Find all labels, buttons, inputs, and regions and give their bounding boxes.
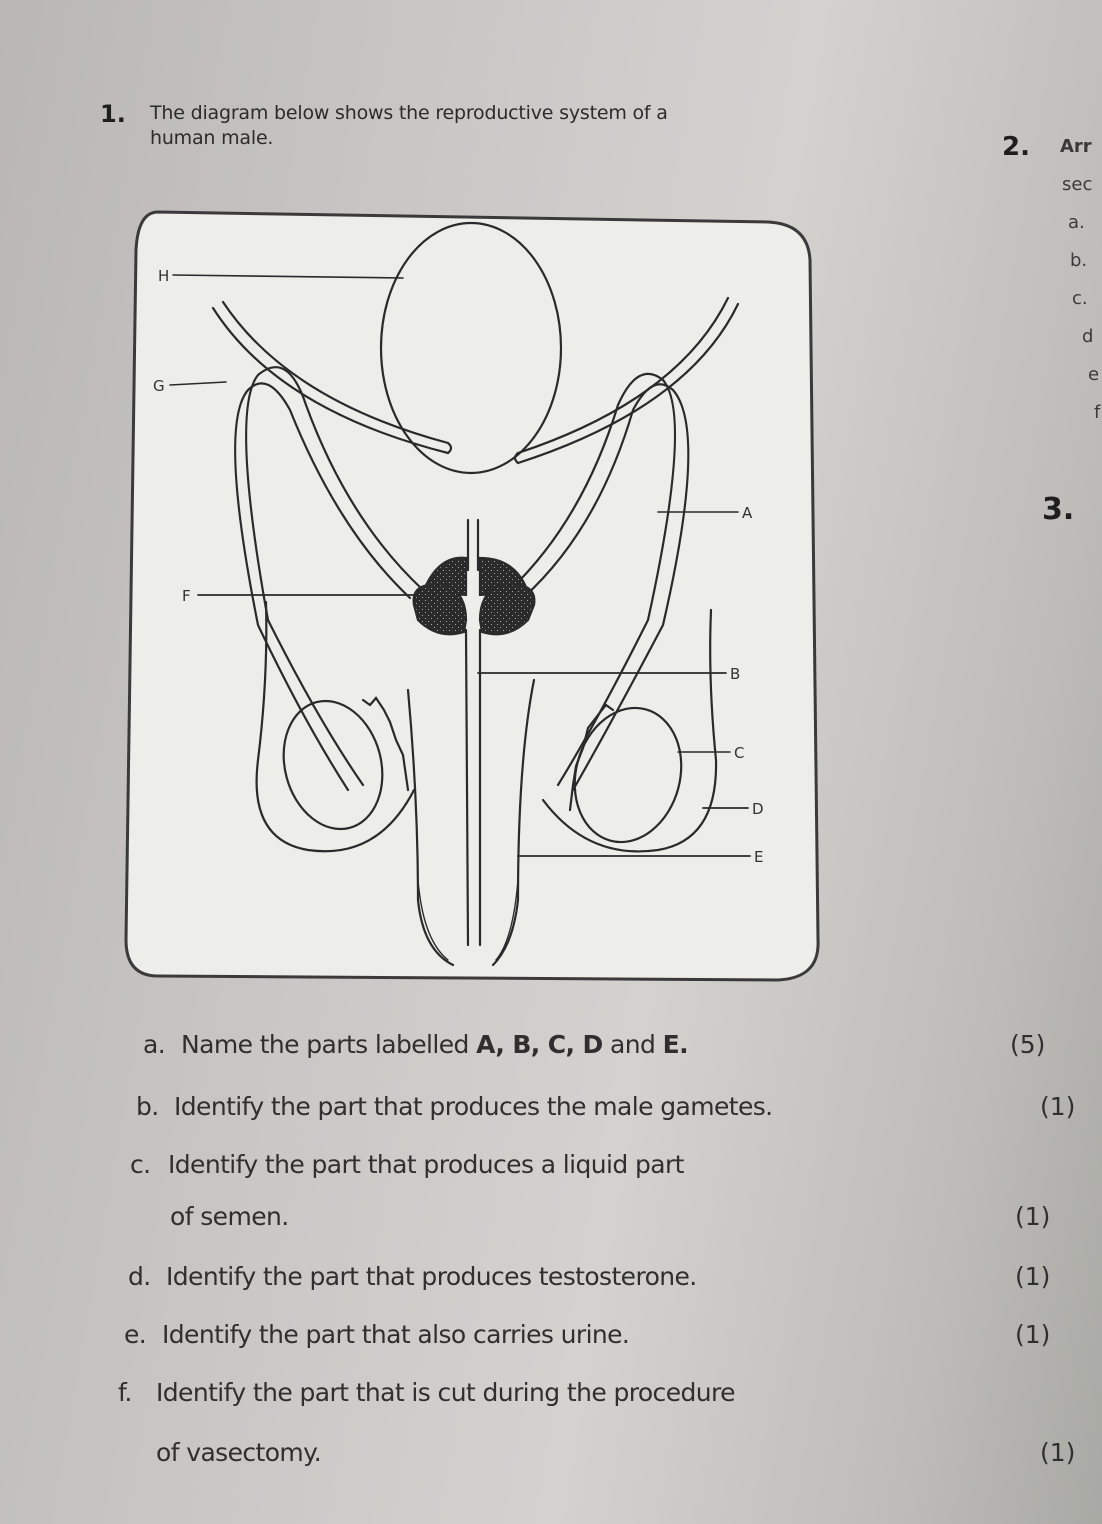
subquestion-text: Identify the part that is cut during the… [156, 1378, 736, 1407]
question-3-number: 3. [1042, 492, 1075, 527]
subquestion-a: a. Name the parts labelled A, B, C, D and… [143, 1030, 689, 1059]
question-2-item-d: d [1082, 326, 1094, 347]
subquestion-text: Identify the part that also carries urin… [162, 1320, 630, 1349]
subquestion-letter: b. [136, 1092, 159, 1121]
question-2-item-b: b. [1070, 250, 1088, 271]
subquestion-text: and [602, 1030, 663, 1059]
question-2-number: 2. [1002, 132, 1030, 162]
question-2-line2-fragment: sec [1062, 174, 1093, 195]
diagram-frame [124, 210, 820, 982]
subquestion-c-line2: of semen. [170, 1202, 289, 1231]
scrotum [541, 608, 718, 853]
bladder [379, 221, 563, 475]
subquestion-b: b. Identify the part that produces the ma… [136, 1092, 773, 1121]
subquestion-text: Identify the part that produces a liquid… [168, 1150, 684, 1179]
testis [282, 699, 384, 831]
subquestion-letter: c. [130, 1150, 151, 1179]
subquestion-text: Identify the part that produces the male… [174, 1092, 773, 1121]
subquestion-f: f. Identify the part that is cut during t… [118, 1378, 736, 1407]
question-2-item-e: e [1088, 364, 1100, 385]
marks-d: (1) [1015, 1262, 1051, 1291]
subquestion-text: Identify the part that produces testoste… [166, 1262, 697, 1291]
label-a: A [742, 504, 753, 522]
subquestion-bold: A, B, C, D [476, 1030, 603, 1059]
subquestion-letter: f. [118, 1378, 132, 1407]
label-g: G [153, 377, 165, 395]
prostate-gland [478, 583, 536, 636]
label-d: D [752, 800, 764, 818]
label-f: F [182, 587, 191, 605]
marks-e: (1) [1015, 1320, 1051, 1349]
question-2-item-f: f [1094, 402, 1101, 423]
subquestion-letter: e. [124, 1320, 147, 1349]
question-2-text-fragment: Arr [1060, 136, 1092, 157]
marks-c: (1) [1015, 1202, 1051, 1231]
subquestion-e: e. Identify the part that also carries ur… [124, 1320, 630, 1349]
subquestion-text: Name the parts labelled [181, 1030, 477, 1059]
epididymis [568, 703, 615, 812]
subquestion-c: c. Identify the part that produces a liqu… [130, 1150, 684, 1179]
question-2-item-c: c. [1072, 288, 1088, 309]
question-1-number: 1. [100, 100, 126, 128]
question-1-prompt-line1: The diagram below shows the reproductive… [150, 102, 668, 124]
question-1-prompt-line2: human male. [150, 127, 274, 149]
marks-a: (5) [1010, 1030, 1046, 1059]
subquestion-letter: d. [128, 1262, 151, 1291]
reproductive-system-diagram: H G A F B C D E [118, 200, 836, 985]
prostate-gland [412, 583, 468, 636]
label-b: B [730, 665, 740, 683]
subquestion-f-line2: of vasectomy. [156, 1438, 322, 1467]
subquestion-d: d. Identify the part that produces testos… [128, 1262, 697, 1291]
label-h: H [158, 267, 169, 285]
marks-b: (1) [1040, 1092, 1076, 1121]
epididymis [361, 696, 410, 792]
scrotum [255, 600, 416, 853]
question-2-item-a: a. [1068, 212, 1085, 233]
marks-f: (1) [1040, 1438, 1076, 1467]
subquestion-bold: E. [662, 1030, 689, 1059]
label-c: C [734, 744, 744, 762]
label-e: E [754, 848, 763, 866]
subquestion-letter: a. [143, 1030, 166, 1059]
